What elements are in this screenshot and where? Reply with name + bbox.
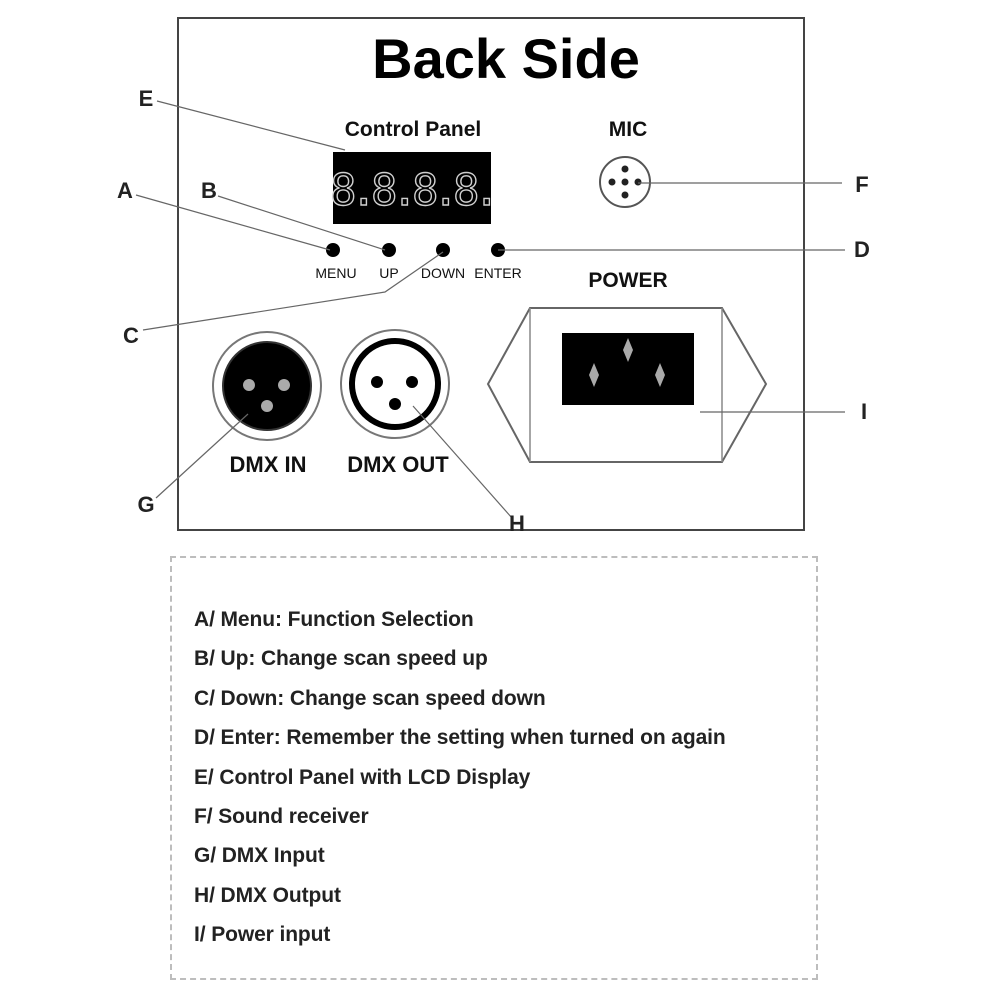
- leader-line-c: [142, 251, 444, 331]
- back-panel-diagram: Back Side Control Panel 8.8.8.8. MENU UP…: [117, 17, 870, 536]
- callout-h: H: [509, 511, 525, 536]
- dmx-in-label: DMX IN: [230, 452, 307, 477]
- callout-a: A: [117, 178, 133, 203]
- callout-g: G: [137, 492, 154, 517]
- dmx-out-pin: [389, 398, 401, 410]
- mic-pin: [608, 178, 616, 186]
- up-button-label: UP: [379, 265, 398, 281]
- dmx-out-pin: [371, 376, 383, 388]
- power-label: POWER: [588, 269, 667, 292]
- back-panel-outline: [177, 17, 805, 531]
- legend-box: A/ Menu: Function Selection B/ Up: Chang…: [170, 556, 818, 980]
- mic-pin: [634, 178, 642, 186]
- leader-line-e: [156, 100, 346, 151]
- menu-button[interactable]: [326, 243, 340, 257]
- legend-item-dmx-input: G/ DMX Input: [194, 844, 325, 868]
- legend-item-power-input: I/ Power input: [194, 923, 331, 947]
- legend-item-control-panel: E/ Control Panel with LCD Display: [194, 765, 531, 789]
- callout-f: F: [855, 172, 868, 197]
- legend-item-down: C/ Down: Change scan speed down: [194, 686, 546, 710]
- dmx-in-connector: [222, 341, 312, 431]
- mic-pin: [621, 165, 629, 173]
- legend-item-enter: D/ Enter: Remember the setting when turn…: [194, 726, 726, 750]
- leader-line-h: [412, 405, 513, 519]
- lcd-display: [333, 152, 491, 224]
- power-pin-earth: [623, 338, 633, 362]
- callout-i: I: [861, 399, 867, 424]
- dmx-in-pin: [243, 379, 255, 391]
- legend-item-up: B/ Up: Change scan speed up: [194, 647, 488, 671]
- down-button[interactable]: [436, 243, 450, 257]
- enter-button-label: ENTER: [474, 265, 521, 281]
- page-title: Back Side: [372, 27, 640, 90]
- mic-label: MIC: [609, 118, 648, 141]
- leader-line-a: [135, 194, 331, 251]
- power-pin-right: [655, 363, 665, 387]
- callout-b: B: [201, 178, 217, 203]
- dmx-out-connector: [349, 338, 441, 430]
- up-button[interactable]: [382, 243, 396, 257]
- callout-d: D: [854, 237, 870, 262]
- legend-item-sound-receiver: F/ Sound receiver: [194, 804, 369, 828]
- power-socket: [562, 333, 694, 405]
- legend-list: A/ Menu: Function Selection B/ Up: Chang…: [194, 600, 726, 955]
- dmx-in-pin: [278, 379, 290, 391]
- power-pin-left: [589, 363, 599, 387]
- mic-pin: [621, 178, 629, 186]
- menu-button-label: MENU: [315, 265, 356, 281]
- dmx-in-pin: [261, 400, 273, 412]
- dmx-out-label: DMX OUT: [347, 452, 449, 477]
- callout-e: E: [139, 86, 154, 111]
- lcd-display-digits: 8.8.8.8.: [330, 165, 494, 216]
- leader-line-g: [155, 413, 249, 499]
- legend-item-dmx-output: H/ DMX Output: [194, 883, 341, 907]
- legend-item-menu: A/ Menu: Function Selection: [194, 608, 474, 631]
- callout-c: C: [123, 323, 139, 348]
- mic-pin: [621, 191, 629, 199]
- leader-line-b: [217, 195, 386, 251]
- control-panel-label: Control Panel: [345, 118, 482, 141]
- dmx-out-pin: [406, 376, 418, 388]
- down-button-label: DOWN: [421, 265, 465, 281]
